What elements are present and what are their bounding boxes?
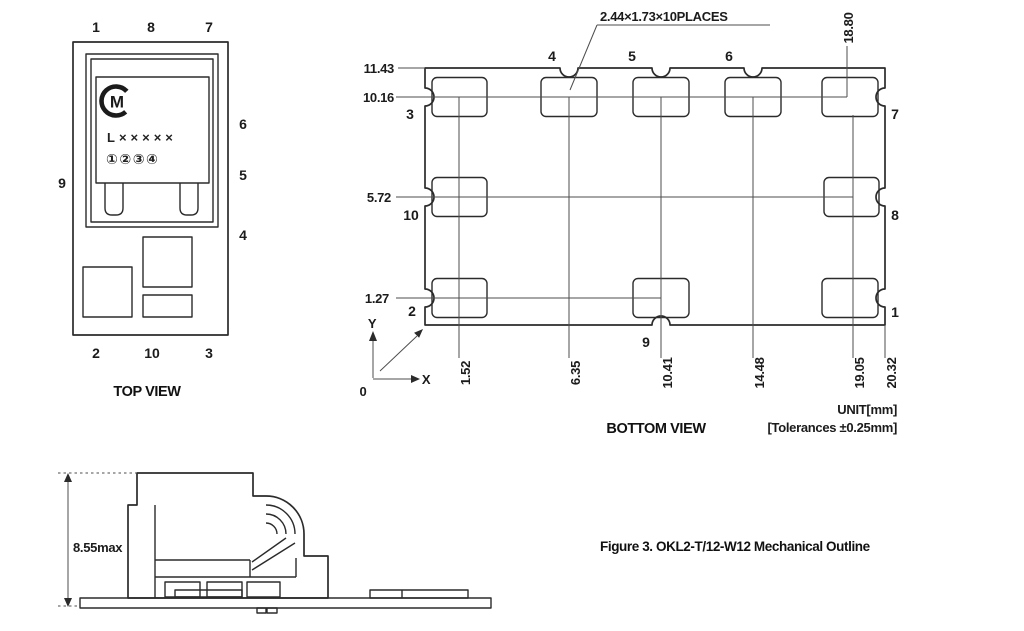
unit-note: UNIT[mm] xyxy=(837,402,897,417)
dimension-lines-vertical xyxy=(458,46,886,358)
dim-14-48: 14.48 xyxy=(752,357,767,388)
dim-1-27: 1.27 xyxy=(365,291,389,306)
bv-pin-7: 7 xyxy=(891,106,899,122)
axes-lines xyxy=(372,335,418,380)
tv-pin-8: 8 xyxy=(147,19,155,35)
bv-pin-2: 2 xyxy=(408,303,416,319)
brand-logo: M xyxy=(99,84,129,118)
height-arrow-down xyxy=(64,598,72,607)
side-view-drawing: 8.55max xyxy=(58,472,492,614)
wire-bend-arcs xyxy=(251,504,296,571)
logo-letter: M xyxy=(110,93,124,112)
top-view-pad-rect-upper xyxy=(142,236,193,288)
top-view-title: TOP VIEW xyxy=(113,384,181,400)
tolerance-note: [Tolerances ±0.25mm] xyxy=(767,420,897,435)
bottom-view-title: BOTTOM VIEW xyxy=(606,421,706,437)
coordinate-axes: Y X 0 xyxy=(360,316,432,399)
logo-circle-arc xyxy=(99,84,129,118)
tv-pin-7: 7 xyxy=(205,19,213,35)
smd-component xyxy=(369,589,469,599)
module-profile-outline xyxy=(127,472,329,599)
top-view-pad-rect-lower xyxy=(142,294,193,318)
marking-code-text: L××××× xyxy=(107,130,177,145)
tv-pin-3: 3 xyxy=(205,345,213,361)
y-axis-arrowhead xyxy=(369,331,377,341)
dim-20-32: 20.32 xyxy=(884,357,899,388)
pin-block-inner xyxy=(174,589,243,598)
top-view-body-inner-rect xyxy=(90,58,214,223)
dim-10-16: 10.16 xyxy=(363,90,394,105)
board-tab-right xyxy=(266,607,278,614)
board-tab-left xyxy=(256,607,267,614)
tv-pin-2: 2 xyxy=(92,345,100,361)
height-arrow-up xyxy=(64,473,72,482)
axis-x-label: X xyxy=(422,372,431,387)
x-axis-arrowhead xyxy=(411,375,420,383)
bv-pin-6: 6 xyxy=(725,48,733,64)
origin-label: 0 xyxy=(360,384,367,399)
dim-19-05: 19.05 xyxy=(852,357,867,388)
top-view-tab-left xyxy=(104,183,124,216)
top-view-package-outline xyxy=(72,41,229,336)
height-reference-dashes xyxy=(58,472,137,607)
top-view-body-rect xyxy=(85,53,219,228)
height-dimension-label: 8.55max xyxy=(73,540,123,555)
bv-pin-8: 8 xyxy=(891,207,899,223)
marking-pin-digits: ①②③④ xyxy=(106,152,159,168)
dim-10-41: 10.41 xyxy=(660,357,675,388)
bv-pin-10: 10 xyxy=(403,207,419,223)
top-view-pad-square xyxy=(82,266,133,318)
figure-caption: Figure 3. OKL2-T/12-W12 Mechanical Outli… xyxy=(600,539,871,554)
top-view-label-plate xyxy=(95,76,210,184)
pin-block-3 xyxy=(246,581,281,598)
origin-leader-arrowhead xyxy=(414,329,423,338)
dim-6-35: 6.35 xyxy=(568,361,583,385)
dim-11-43: 11.43 xyxy=(364,61,394,76)
bottom-view-drawing: Y X 0 2.44×1.73×10PLACES 11.43 10.16 5.7… xyxy=(360,9,900,437)
pad-note-leader-line xyxy=(569,24,770,91)
bottom-pin-blocks xyxy=(164,581,281,598)
bv-pin-1: 1 xyxy=(891,304,899,320)
tv-pin-10: 10 xyxy=(144,345,160,361)
tv-pin-4: 4 xyxy=(239,227,247,243)
bv-pin-9: 9 xyxy=(642,334,650,350)
pcb-board xyxy=(79,597,492,609)
tv-pin-5: 5 xyxy=(239,167,247,183)
top-view-tab-right xyxy=(179,183,199,216)
pad-size-note: 2.44×1.73×10PLACES xyxy=(600,9,728,24)
tv-pin-9: 9 xyxy=(58,175,66,191)
smd-component-body xyxy=(369,589,469,599)
pad-1 xyxy=(821,277,879,319)
bv-pin-4: 4 xyxy=(548,48,556,64)
dimension-lines-horizontal xyxy=(396,67,853,299)
dim-1-52: 1.52 xyxy=(458,361,473,385)
tv-pin-1: 1 xyxy=(92,19,100,35)
bv-pin-3: 3 xyxy=(406,106,414,122)
module-inner-lines xyxy=(154,505,297,598)
tv-pin-6: 6 xyxy=(239,116,247,132)
bv-pin-5: 5 xyxy=(628,48,636,64)
top-view-drawing: M L××××× ①②③④ 1 8 7 6 5 4 9 2 10 3 TOP V… xyxy=(58,19,247,400)
axis-y-label: Y xyxy=(368,316,377,331)
dim-5-72: 5.72 xyxy=(367,190,391,205)
dim-18-80: 18.80 xyxy=(841,12,856,43)
